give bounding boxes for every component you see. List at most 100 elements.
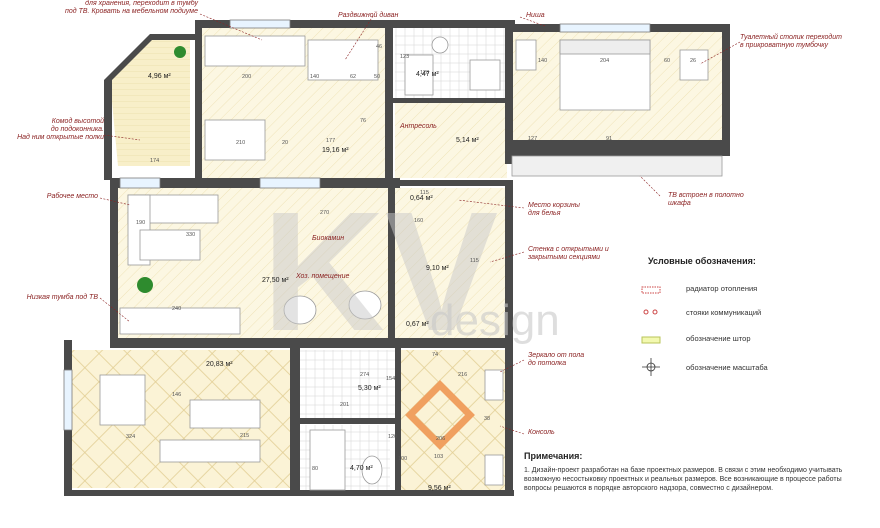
furniture (99, 35, 723, 491)
entry-tile-accent (405, 380, 475, 450)
legend-item-scale: обозначение масштаба (636, 362, 866, 376)
dimension-label: 240 (172, 306, 181, 312)
legend-label: обозначение штор (686, 334, 751, 343)
room-area-label: 5,30 м² (358, 385, 381, 392)
dimension-label: 174 (150, 158, 159, 164)
note-sliding-sofa: Раздвижной диван (338, 12, 399, 19)
corridor-floor (395, 188, 507, 338)
room-area-label: 20,83 м² (206, 361, 233, 368)
room-area-label: 4,47 м² (416, 71, 439, 78)
room-area-label: 9,10 м² (426, 265, 449, 272)
dimension-label: 100 (398, 456, 407, 462)
dimension-label: 160 (414, 218, 423, 224)
watermark: KV design (262, 177, 560, 367)
room-area-label: 4,70 м² (350, 465, 373, 472)
legend-item-radiator: радиатор отопления (636, 283, 866, 297)
note-mirror: Зеркало от пола до потолка (528, 352, 585, 367)
note-open-closed-wall: Стенка с открытыми и закрытыми секциями (528, 246, 609, 261)
note-console: Консоль (528, 429, 555, 436)
legend-item-curtain: обозначение штор (636, 333, 866, 347)
bathroom-2-floor (300, 350, 400, 418)
legend-label: стояки коммуникаций (686, 308, 762, 317)
dimension-label: 80 (312, 466, 318, 472)
dimension-label: 62 (350, 74, 356, 80)
dimension-label: 120 (388, 434, 397, 440)
dimension-label: 206 (436, 436, 445, 442)
dimension-label: 20 (282, 140, 288, 146)
dimension-label: 50 (374, 74, 380, 80)
dimension-label: 140 (310, 74, 319, 80)
note-dresser: Комод высотой до подоконника. Над ним от… (17, 118, 104, 141)
dining-table (99, 374, 146, 426)
dimension-label: 201 (340, 402, 349, 408)
dimension-label: 91 (606, 136, 612, 142)
notes-title: Примечания: (524, 451, 583, 461)
dimension-label: 60 (664, 58, 670, 64)
room-area-label: 19,16 м² (322, 147, 349, 154)
wardrobe (511, 155, 723, 177)
plants (137, 46, 186, 293)
windows (63, 19, 651, 431)
dimension-label: 270 (320, 210, 329, 216)
dimension-label: 46 (376, 44, 382, 50)
dimension-label: 115 (420, 190, 429, 196)
utility-label: Хоз. помещение (295, 273, 350, 280)
note-laundry: Место корзины для белья (528, 202, 580, 217)
leader-lines (99, 13, 741, 435)
room-area-label: 27,50 м² (262, 277, 289, 284)
anteroom-label: Антресоль (399, 123, 437, 130)
dimension-label: 210 (236, 140, 245, 146)
note-workplace: Рабочее место (46, 193, 98, 200)
legend-title: Условные обозначения: (648, 256, 756, 266)
legend-label: радиатор отопления (686, 284, 758, 293)
room-area-label: 5,14 м² (456, 137, 479, 144)
note-vanity: Туалетный столик переходит в прикроватну… (740, 34, 843, 49)
dimension-label: 204 (600, 58, 609, 64)
dimension-label: 274 (360, 372, 369, 378)
dimension-label: 177 (326, 138, 335, 144)
dimension-label: 146 (172, 392, 181, 398)
note-low-tv-stand: Низкая тумба под ТВ (26, 294, 98, 301)
dimension-label: 76 (360, 118, 366, 124)
note-niche: Ниша (526, 12, 545, 19)
dimension-label: 215 (240, 433, 249, 439)
dimension-label: 324 (126, 434, 135, 440)
room-area-label: 0,67 м² (406, 321, 429, 328)
curtain-symbol (641, 336, 661, 344)
watermark-word: design (430, 296, 560, 345)
note-storage-tv: для хранения, переходит в тумбу под ТВ. … (65, 0, 198, 15)
legend-item-riser: стояки коммуникаций (636, 307, 866, 321)
in-plan-labels: Антресоль Биокамин Хоз. помещение (295, 123, 437, 280)
watermark-letters: KV (262, 177, 498, 367)
dimension-label: 115 (470, 258, 479, 264)
dimension-label: 103 (434, 454, 443, 460)
dimension-labels: 174 200 140 62 50 46 210 20 177 76 128 123 115 140 204… (126, 44, 696, 472)
dimension-label: 200 (242, 74, 251, 80)
balcony-floor (110, 40, 190, 166)
legend-label: обозначение масштаба (686, 363, 768, 372)
note-tv-wardrobe: ТВ встроен в полотно шкафа (668, 192, 744, 207)
dimension-label: 128 (420, 70, 429, 76)
dimension-label: 26 (690, 58, 696, 64)
notes-text: 1. Дизайн-проект разработан на базе прое… (524, 467, 843, 492)
scale-symbol (642, 358, 660, 376)
dimension-label: 330 (186, 232, 195, 238)
room-area-labels: 4,96 м² 19,16 м² 4,47 м² 5,14 м² 0,64 м² 27,5… (148, 71, 479, 492)
room-area-label: 0,64 м² (410, 195, 433, 202)
dimension-label: 190 (136, 220, 145, 226)
dimension-label: 123 (400, 54, 409, 60)
room-area-label: 4,96 м² (148, 73, 171, 80)
dimension-label: 154 (386, 376, 395, 382)
room-area-label: 9,56 м² (428, 485, 451, 492)
fireplace-label: Биокамин (312, 235, 344, 242)
dimension-label: 38 (484, 416, 490, 422)
dimension-label: 140 (538, 58, 547, 64)
hall-floor (395, 100, 507, 178)
radiator-symbol (641, 286, 661, 294)
legend-symbols (641, 286, 661, 376)
dimension-label: 74 (432, 352, 438, 358)
dimension-label: 127 (528, 136, 537, 142)
riser-symbol (643, 309, 649, 315)
dimension-label: 216 (458, 372, 467, 378)
